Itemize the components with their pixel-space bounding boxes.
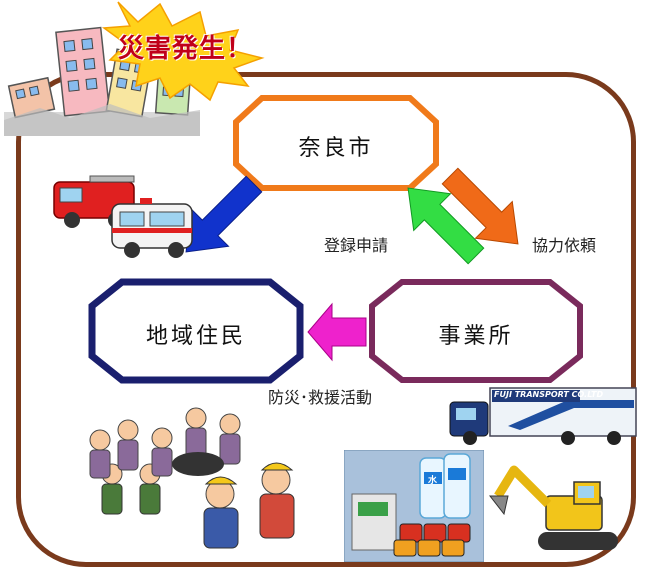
excavator-illustration — [488, 465, 618, 550]
arrow-support — [307, 302, 367, 362]
rescuer-body — [203, 507, 239, 549]
truck-stripe — [508, 400, 634, 430]
node-residents-shape — [88, 278, 304, 384]
node-residents-label: 地域住民 — [145, 324, 246, 349]
truck-sign: FUJI TRANSPORT CO.LTD — [494, 390, 604, 399]
disaster-title: 災害発生！ — [118, 34, 254, 64]
node-business-shape — [369, 279, 583, 383]
node-business-label: 事業所 — [438, 324, 514, 349]
building-2 — [55, 26, 111, 117]
rescue-workers-illustration — [89, 407, 295, 549]
edge-support-label: 防災･救援活動 — [268, 388, 373, 407]
canned-goods — [393, 523, 471, 557]
excavator-bucket — [488, 495, 509, 516]
rubble — [4, 104, 200, 136]
collapsed-buildings-illustration — [4, 1, 265, 136]
edge-registration-label: 登録申請 — [324, 236, 389, 255]
helmet — [204, 476, 238, 485]
water-bottle-1 — [419, 457, 447, 519]
starburst — [101, 1, 265, 102]
building-1 — [7, 76, 56, 119]
excavator-arm — [494, 465, 552, 508]
delivery-truck-illustration — [449, 387, 637, 445]
cooking-pot — [172, 452, 224, 476]
emergency-vehicles-illustration — [53, 175, 193, 258]
diagram-frame — [16, 72, 636, 567]
supplies-illustration — [344, 450, 484, 562]
building-3 — [105, 48, 154, 118]
edge-request-label: 協力依頼 — [532, 236, 597, 255]
water-label: 水 — [428, 476, 438, 486]
arrow-request — [441, 167, 519, 245]
arrow-registration — [407, 187, 485, 265]
ambulance — [111, 198, 193, 258]
node-nara-label: 奈良市 — [298, 136, 374, 161]
water-bottle-2 — [443, 453, 471, 519]
excavator-tracks — [538, 532, 618, 550]
